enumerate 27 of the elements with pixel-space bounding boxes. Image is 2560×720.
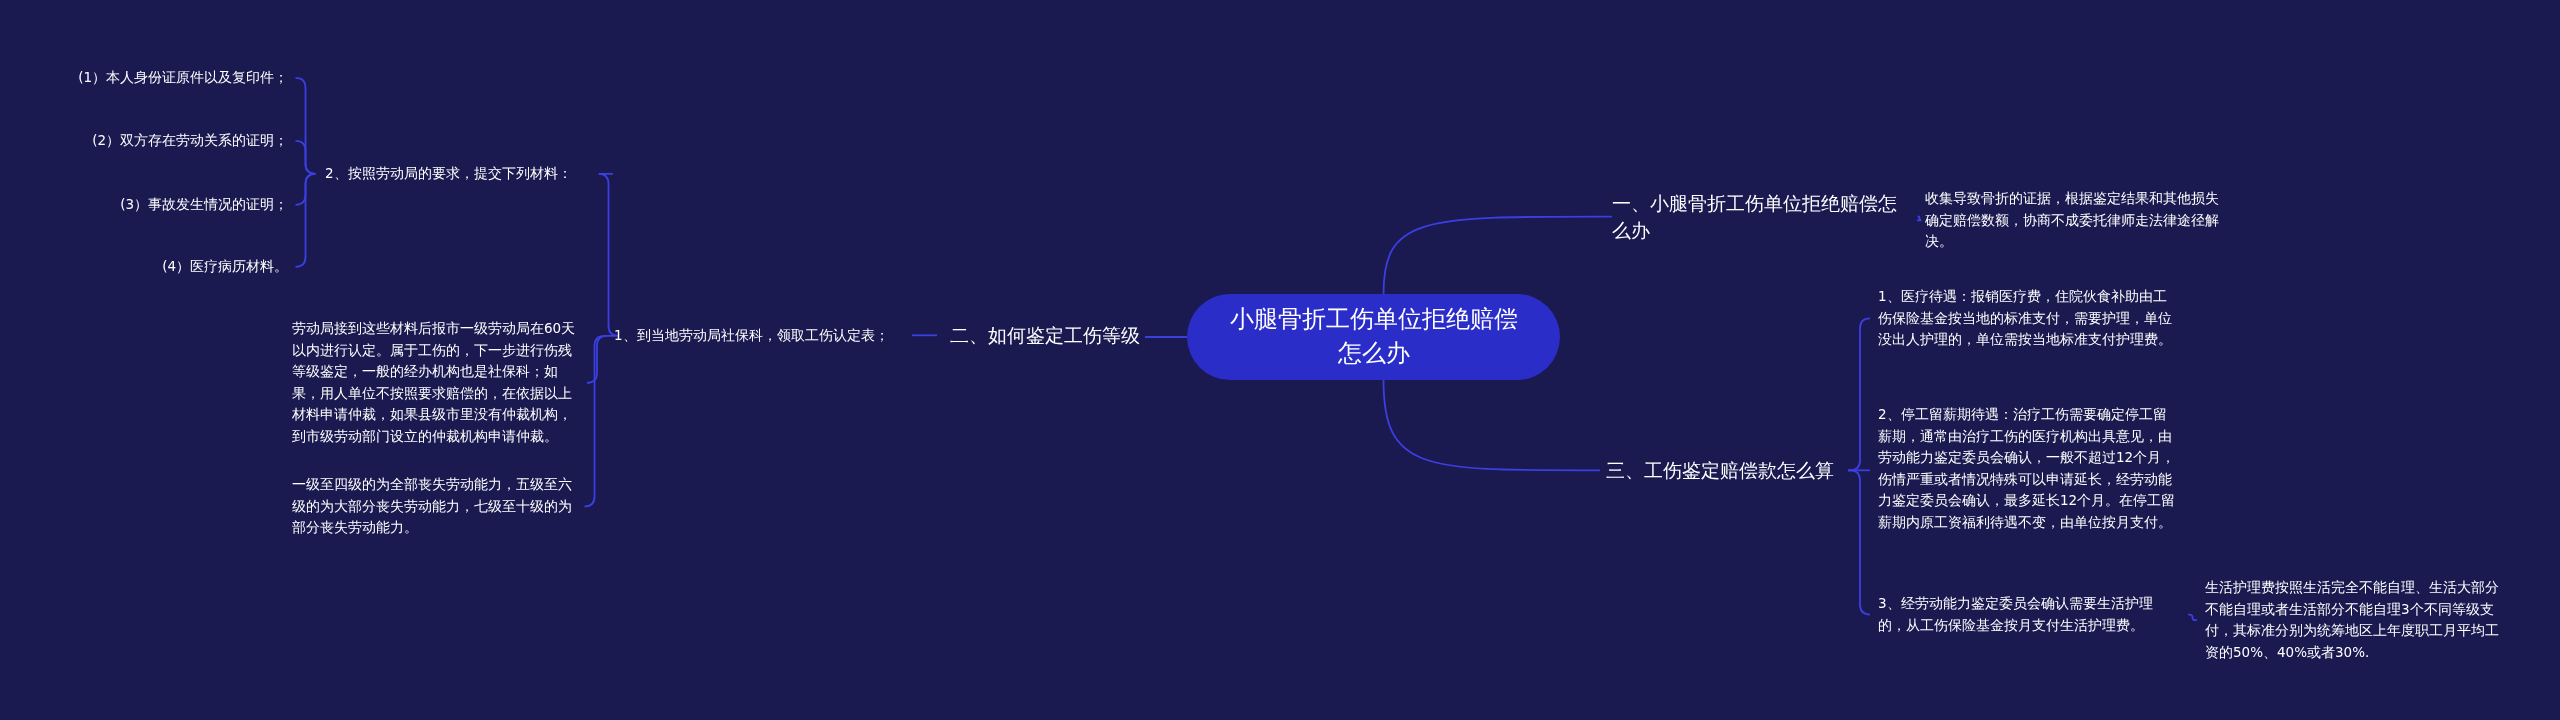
topic-label: 一、小腿骨折工伤单位拒绝赔偿怎么办 — [1612, 190, 1912, 244]
note-text: 2、停工留薪期待遇：治疗工伤需要确定停工留薪期，通常由治疗工伤的医疗机构出具意见，由劳动能力鉴定委员会确认，一般不超过12个月，伤情严重或者情况特殊可以申请延长，经劳动能力鉴定委员会确认，最多延长12个月。在停工留薪期内原工资福利待遇不变，由单位按月支付。 — [1878, 404, 2178, 534]
note-text: 3、经劳动能力鉴定委员会确认需要生活护理的，从工伤保险基金按月支付生活护理费。 — [1878, 593, 2178, 637]
connector-line — [911, 334, 938, 337]
note-text: 生活护理费按照生活完全不能自理、生活大部分不能自理或者生活部分不能自理3个不同等级支付，其标准分别为统筹地区上年度职工月平均工资的50%、40%或者30%. — [2205, 577, 2505, 664]
note-text: (2）双方存在劳动关系的证明； — [30, 130, 288, 152]
note-text: (1）本人身份证原件以及复印件； — [30, 67, 288, 89]
connector-line — [586, 334, 608, 384]
central-topic: 小腿骨折工伤单位拒绝赔偿怎么办 — [1187, 294, 1560, 380]
note-text: 1、到当地劳动局社保科，领取工伤认定表； — [614, 325, 904, 347]
connector-line — [1144, 336, 1188, 338]
note-text: 劳动局接到这些材料后报市一级劳动局在60天以内进行认定。属于工伤的，下一步进行伤残等级鉴定，一般的经办机构也是社保科；如果，用人单位不按照要求赔偿的，在依据以上材料申请仲裁，如果县级市里没有仲裁机构，到市级劳动部门设立的仲裁机构申请仲裁。 — [292, 318, 582, 448]
connector-line — [2187, 613, 2198, 622]
connector-line — [1382, 379, 1601, 472]
note-text: 2、按照劳动局的要求，提交下列材料： — [325, 163, 605, 185]
connector-line — [294, 172, 317, 268]
connector-line — [583, 334, 606, 508]
note-text: 1、医疗待遇：报销医疗费，住院伙食补助由工伤保险基金按当地的标准支付，需要护理，单位没出人护理的，单位需按当地标准支付护理费。 — [1878, 286, 2178, 351]
connector-line — [1916, 215, 1923, 222]
note-text: 一级至四级的为全部丧失劳动能力，五级至六级的为大部分丧失劳动能力，七级至十级的为部分丧失劳动能力。 — [292, 474, 577, 539]
topic-label: 三、工伤鉴定赔偿款怎么算 — [1600, 457, 1840, 484]
note-text: (4）医疗病历材料。 — [30, 256, 288, 278]
note-text: (3）事故发生情况的证明； — [30, 194, 288, 216]
connector-line — [1382, 215, 1613, 295]
topic-label: 二、如何鉴定工伤等级 — [945, 322, 1145, 349]
connector-line — [1847, 469, 1871, 616]
note-text: 收集导致骨折的证据，根据鉴定结果和其他损失确定赔偿数额，协商不成委托律师走法律途径解决。 — [1925, 188, 2225, 253]
